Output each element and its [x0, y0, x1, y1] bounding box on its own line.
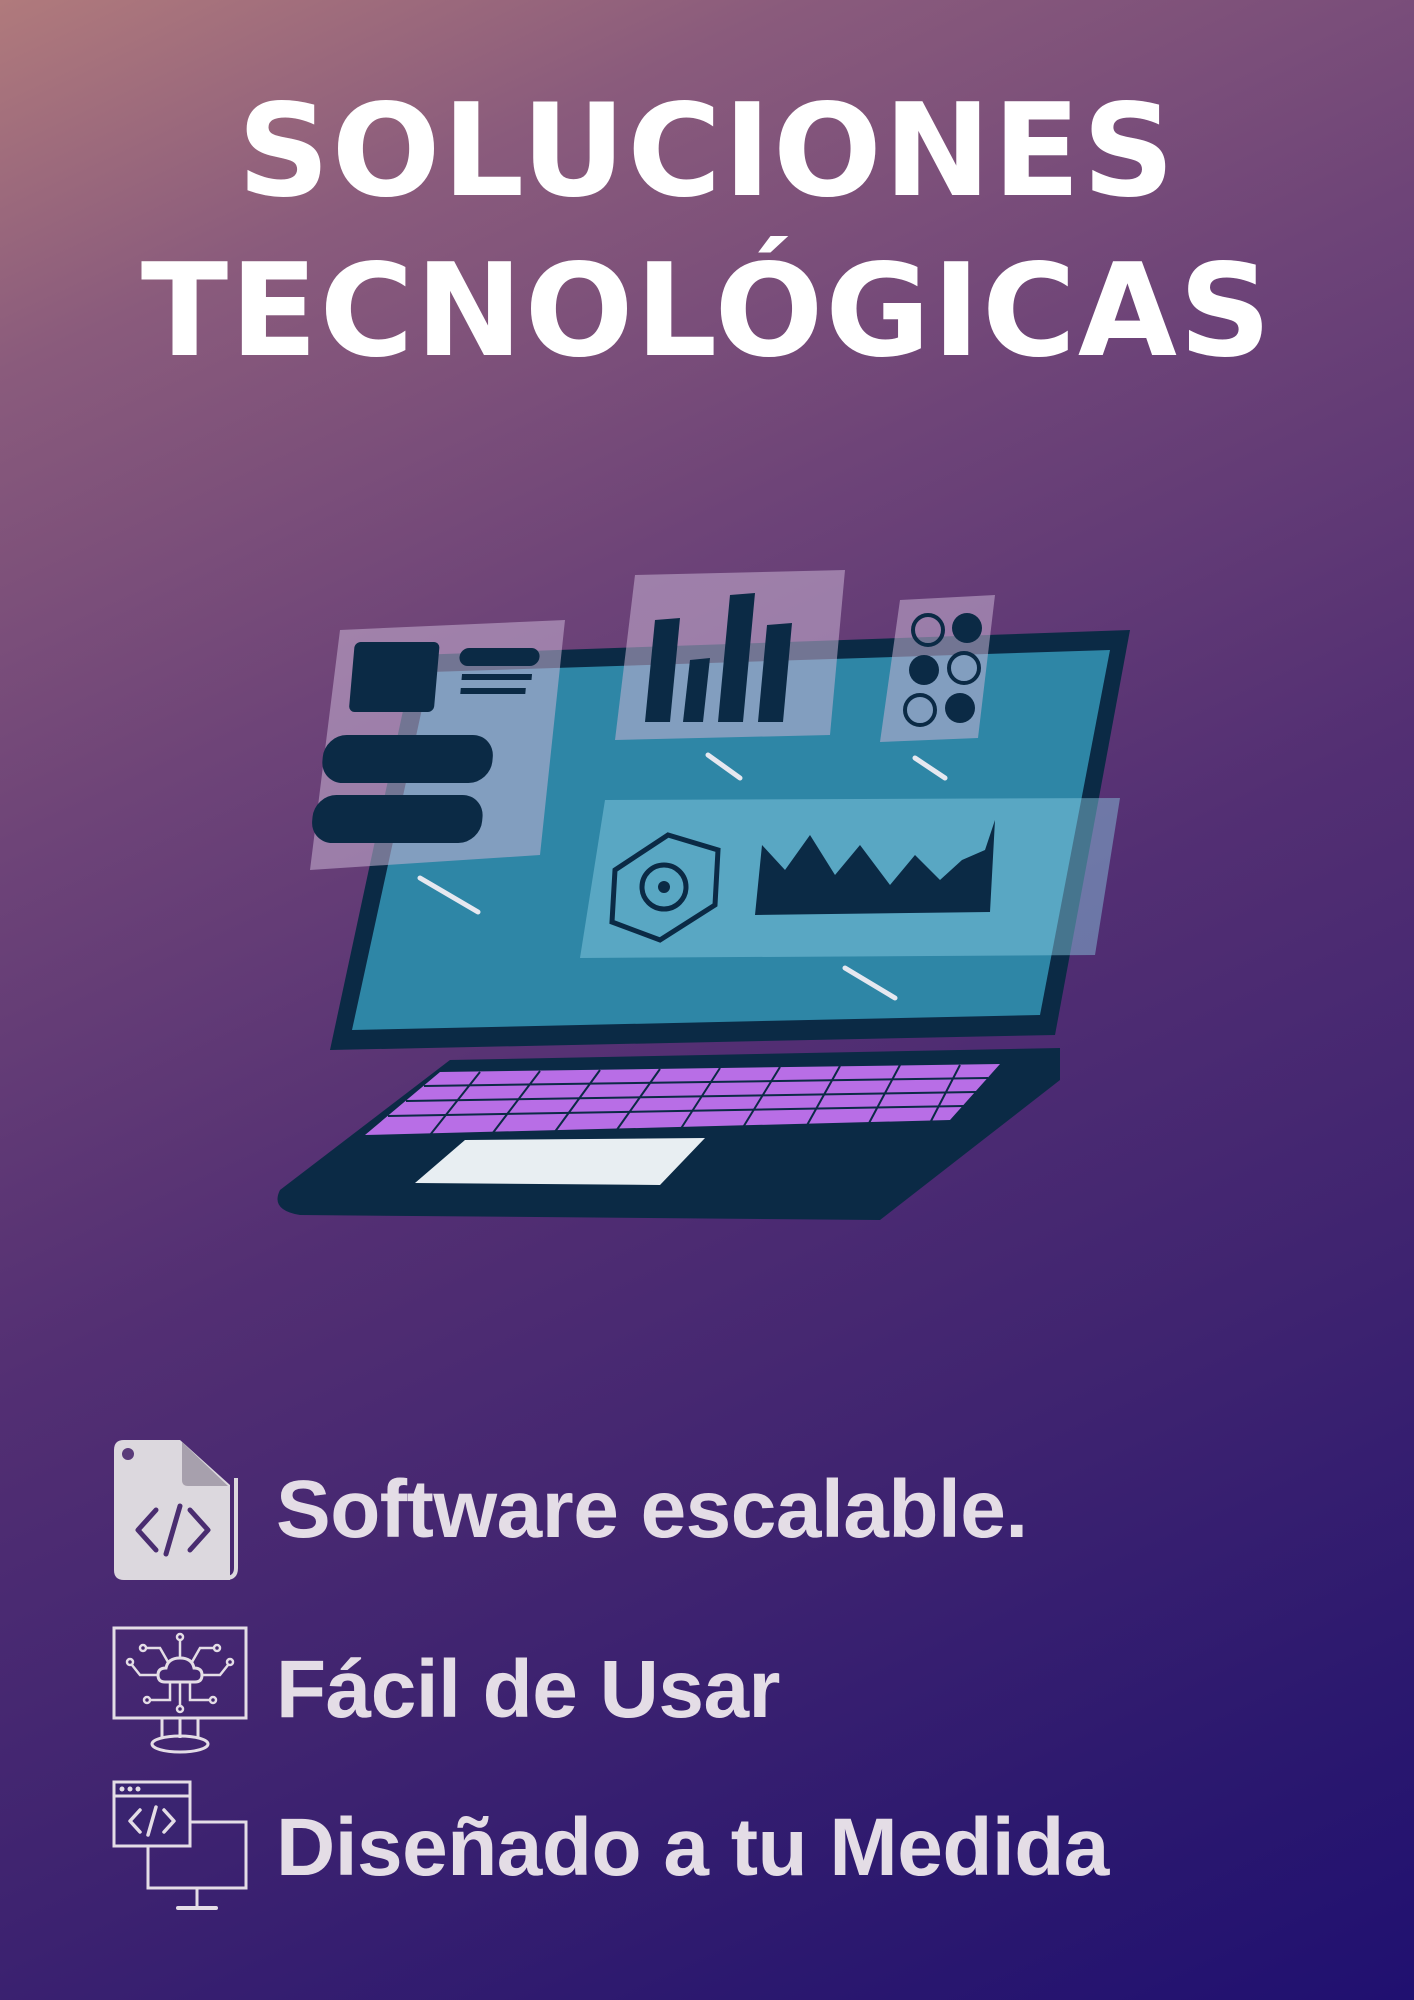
code-file-icon: [114, 1440, 238, 1580]
floating-panel-dots: [880, 595, 995, 742]
feature-item-software: Software escalable.: [110, 1440, 1310, 1580]
headline-line-2: TECNOLÓGICAS: [140, 237, 1274, 386]
feature-item-easy-use: Fácil de Usar: [110, 1620, 1310, 1760]
floating-panel-analytics: [580, 798, 1120, 958]
laptop-dashboard-illustration: [277, 570, 1130, 1220]
headline-line-1: SOLUCIONES: [237, 77, 1177, 226]
keyboard-keys: [387, 1064, 989, 1136]
shine-lines: [417, 752, 948, 1001]
feature-label-custom-design: Diseñado a tu Medida: [276, 1802, 1109, 1893]
cloud-circuit-monitor-icon: [112, 1626, 248, 1754]
floating-panel-list: [310, 620, 565, 870]
feature-label-software: Software escalable.: [276, 1464, 1028, 1555]
keyboard: [365, 1064, 1000, 1135]
floating-panel-bar-chart: [615, 570, 845, 740]
feature-item-custom-design: Diseñado a tu Medida: [110, 1778, 1310, 1918]
feature-label-easy-use: Fácil de Usar: [276, 1644, 780, 1735]
code-window-monitor-icon: [112, 1780, 248, 1910]
trackpad: [415, 1138, 705, 1185]
